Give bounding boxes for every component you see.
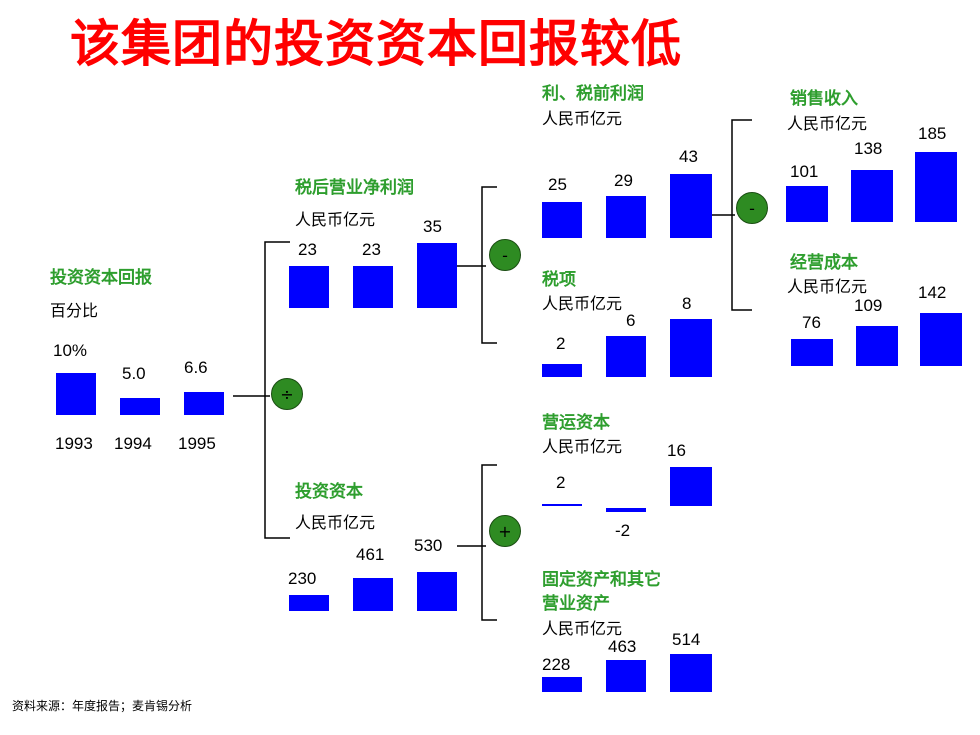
operating-cost-bar-1993	[791, 339, 833, 366]
invested-bar-1994	[353, 578, 393, 611]
divide-operator-icon: ÷	[271, 378, 303, 410]
source-note: 资料来源：年度报告；麦肯锡分析	[12, 699, 193, 713]
sales-bar-1995	[915, 152, 957, 222]
roic-label: 投资资本回报	[50, 268, 152, 288]
invested-value-1995: 530	[414, 536, 443, 555]
roic-year-1994: 1994	[114, 434, 152, 453]
ebit-value-1995: 43	[679, 147, 698, 166]
working-capital-unit: 人民币亿元	[542, 437, 623, 456]
sales-value-1995: 185	[918, 124, 947, 143]
ebit-value-1994: 29	[614, 171, 633, 190]
nopat-unit: 人民币亿元	[295, 210, 376, 229]
nopat-bar-1995	[417, 243, 457, 308]
working-capital-bar-1993	[542, 504, 582, 506]
roic-bar-1993	[56, 373, 96, 415]
roic-year-1993: 1993	[55, 434, 93, 453]
operating-cost-bar-1995	[920, 313, 962, 366]
invested-bar-1995	[417, 572, 457, 611]
minus-operator-icon: -	[489, 239, 521, 271]
sales-label: 销售收入	[790, 89, 858, 109]
working-capital-value-1993: 2	[556, 473, 566, 492]
roic-value-1993: 10%	[53, 341, 88, 360]
working-capital-bar-1995	[670, 467, 712, 506]
ebit-value-1993: 25	[548, 175, 567, 194]
operating-cost-value-1994: 109	[854, 296, 883, 315]
nopat-value-1995: 35	[423, 217, 442, 236]
working-capital-label: 营运资本	[542, 413, 610, 433]
ebit-label: 利、税前利润	[542, 84, 644, 104]
operating-cost-value-1993: 76	[802, 313, 821, 332]
tax-bar-1995	[670, 319, 712, 377]
fixed-assets-bar-1994	[606, 660, 646, 692]
tax-value-1993: 2	[556, 334, 566, 353]
sales-value-1994: 138	[854, 139, 883, 158]
roic-bar-1994	[120, 398, 160, 415]
tax-label: 税项	[542, 270, 576, 290]
nopat-value-1994: 23	[362, 240, 381, 259]
minus-operator-right-icon: -	[736, 192, 768, 224]
tax-unit: 人民币亿元	[542, 294, 623, 313]
nopat-bar-1993	[289, 266, 329, 308]
ebit-bar-1993	[542, 202, 582, 238]
working-capital-value-1995: 16	[667, 441, 686, 460]
ebit-bar-1994	[606, 196, 646, 238]
tax-bar-1994	[606, 336, 646, 377]
invested-label: 投资资本	[295, 482, 363, 502]
fixed-assets-value-1995: 514	[672, 630, 701, 649]
sales-unit: 人民币亿元	[787, 114, 868, 133]
working-capital-value-1994: -2	[615, 521, 631, 540]
sales-bar-1994	[851, 170, 893, 222]
roic-value-1995: 6.6	[184, 358, 208, 377]
sales-bar-1993	[786, 186, 828, 222]
roic-bar-1995	[184, 392, 224, 415]
sales-value-1993: 101	[790, 162, 819, 181]
operating-cost-label: 经营成本	[790, 253, 858, 273]
invested-unit: 人民币亿元	[295, 513, 376, 532]
plus-operator-icon: +	[489, 515, 521, 547]
nopat-label: 税后营业净利润	[295, 178, 414, 198]
invested-bar-1993	[289, 595, 329, 611]
tax-value-1994: 6	[626, 311, 636, 330]
nopat-value-1993: 23	[298, 240, 317, 259]
fixed-assets-unit: 人民币亿元	[542, 619, 623, 638]
tax-bar-1993	[542, 364, 582, 377]
invested-value-1993: 230	[288, 569, 317, 588]
fixed-assets-label-line2: 营业资产	[542, 594, 610, 614]
ebit-unit: 人民币亿元	[542, 109, 623, 128]
fixed-assets-bar-1993	[542, 677, 582, 692]
page-title: 该集团的投资资本回报较低	[70, 15, 682, 73]
roic-year-1995: 1995	[178, 434, 216, 453]
operating-cost-unit: 人民币亿元	[787, 277, 868, 296]
fixed-assets-label-line1: 固定资产和其它	[542, 570, 661, 590]
operating-cost-value-1995: 142	[918, 283, 947, 302]
roic-value-1994: 5.0	[122, 364, 146, 383]
ebit-bar-1995	[670, 174, 712, 238]
operating-cost-bar-1994	[856, 326, 898, 366]
fixed-assets-bar-1995	[670, 654, 712, 692]
invested-value-1994: 461	[356, 545, 385, 564]
nopat-bar-1994	[353, 266, 393, 308]
tax-value-1995: 8	[682, 294, 692, 313]
fixed-assets-value-1993: 228	[542, 655, 571, 674]
fixed-assets-value-1994: 463	[608, 637, 637, 656]
working-capital-bar-1994	[606, 508, 646, 512]
roic-unit: 百分比	[50, 301, 99, 320]
